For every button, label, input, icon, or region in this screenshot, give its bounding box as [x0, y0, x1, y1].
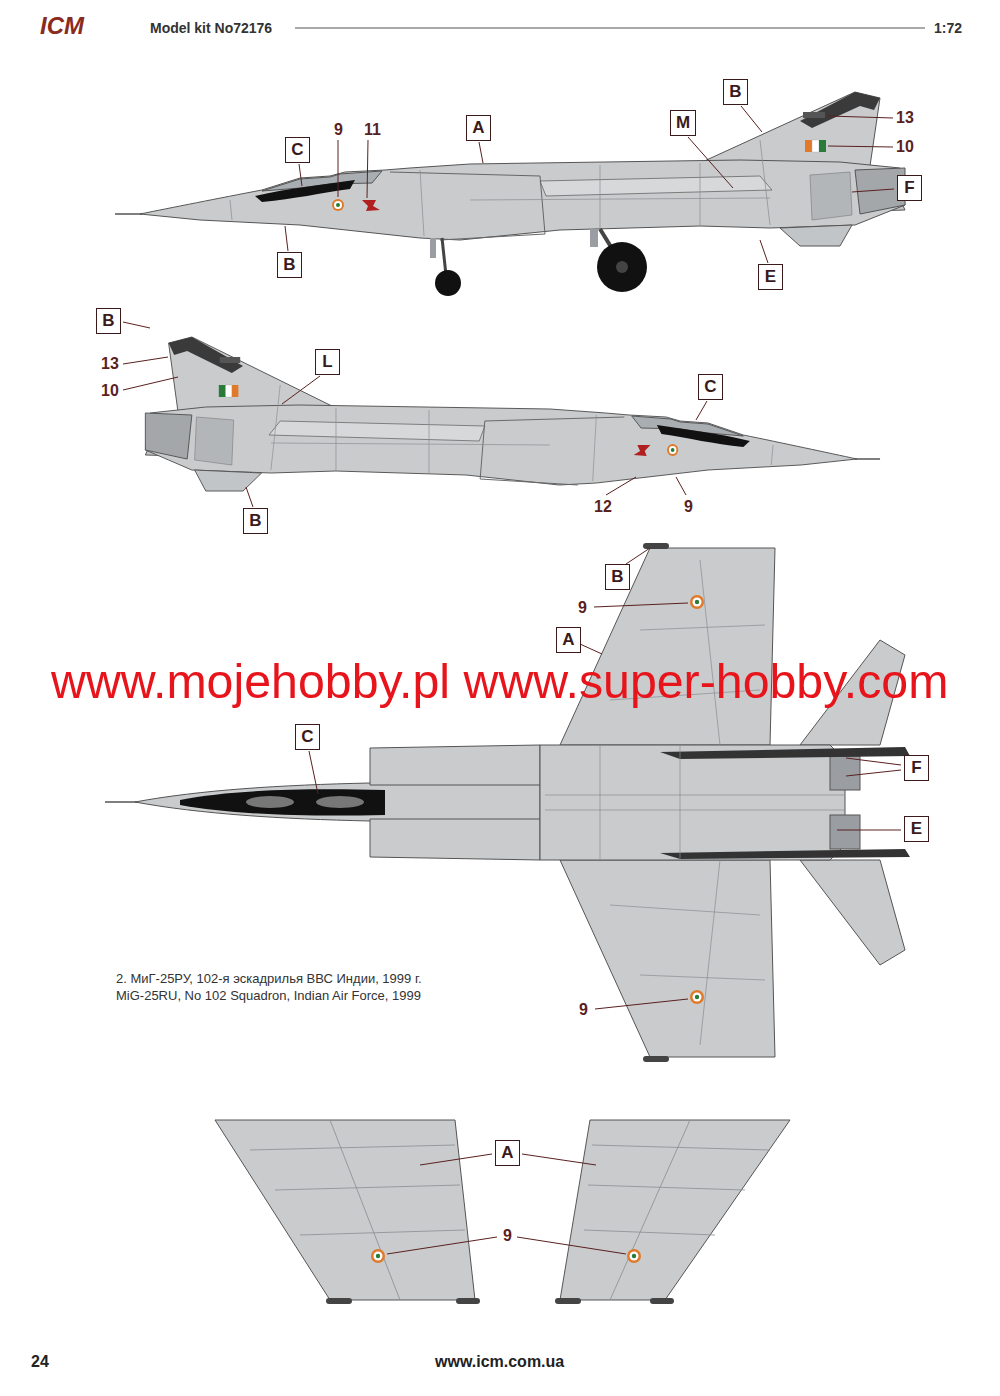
decal-letter-box: M: [670, 110, 696, 136]
decal-letter-box: C: [698, 374, 723, 400]
decal-letter: B: [729, 82, 741, 101]
decal-letter: F: [904, 178, 914, 197]
decal-letter: C: [704, 377, 716, 396]
callout-number: 9: [503, 1226, 512, 1245]
callout-number: 9: [684, 497, 693, 516]
decal-letter-box: C: [295, 724, 320, 750]
decal-letter: M: [676, 113, 690, 132]
decal-letter: F: [911, 758, 921, 777]
brand-logo: ICM: [40, 12, 84, 41]
decal-letter-box: A: [495, 1140, 520, 1166]
callout-number: 12: [594, 497, 612, 516]
decal-letter-box: E: [904, 816, 929, 842]
callout-number: 11: [364, 120, 381, 139]
decal-letter-box: A: [556, 627, 581, 653]
decal-letter: B: [249, 511, 261, 530]
decal-letter: A: [501, 1143, 513, 1162]
decal-letter: E: [911, 819, 922, 838]
decal-letter-box: B: [605, 564, 630, 590]
decal-letter-box: A: [466, 115, 491, 141]
decal-letter-box: B: [243, 508, 268, 534]
callout-number: 9: [578, 598, 587, 617]
decal-letter: B: [611, 567, 623, 586]
decal-letter: C: [291, 140, 303, 159]
footer-url: www.icm.com.ua: [435, 1352, 564, 1371]
page-number: 24: [31, 1352, 49, 1371]
callout-number: 10: [101, 381, 119, 400]
decal-letter: B: [102, 311, 114, 330]
scale: 1:72: [934, 20, 962, 37]
decal-letter-box: B: [96, 308, 121, 334]
caption-english: MiG-25RU, No 102 Squadron, Indian Air Fo…: [116, 988, 421, 1004]
caption: 2. МиГ-25РУ, 102-я эскадрилья ВВС Индии,…: [116, 971, 422, 987]
decal-letter-box: F: [904, 755, 929, 781]
kit-number: Model kit No72176: [150, 20, 272, 37]
decal-letter-box: B: [723, 79, 748, 105]
callout-number: 10: [896, 137, 914, 156]
decal-letter: E: [765, 267, 776, 286]
decal-letter-box: E: [758, 264, 783, 290]
decal-letter: B: [283, 255, 295, 274]
decal-letter: L: [322, 352, 332, 371]
decal-letter: A: [562, 630, 574, 649]
callout-number: 9: [579, 1000, 588, 1019]
decal-letter-box: F: [897, 175, 922, 201]
callout-number: 9: [334, 120, 343, 139]
decal-letter-box: L: [315, 349, 340, 375]
decal-letter: A: [472, 118, 484, 137]
callout-number: 13: [896, 108, 914, 127]
decal-letter-box: B: [277, 252, 302, 278]
callout-number: 13: [101, 354, 119, 373]
watermark: www.mojehobby.pl www.super-hobby.com: [51, 653, 948, 711]
decal-letter-box: C: [285, 137, 310, 163]
decal-letter: C: [301, 727, 313, 746]
